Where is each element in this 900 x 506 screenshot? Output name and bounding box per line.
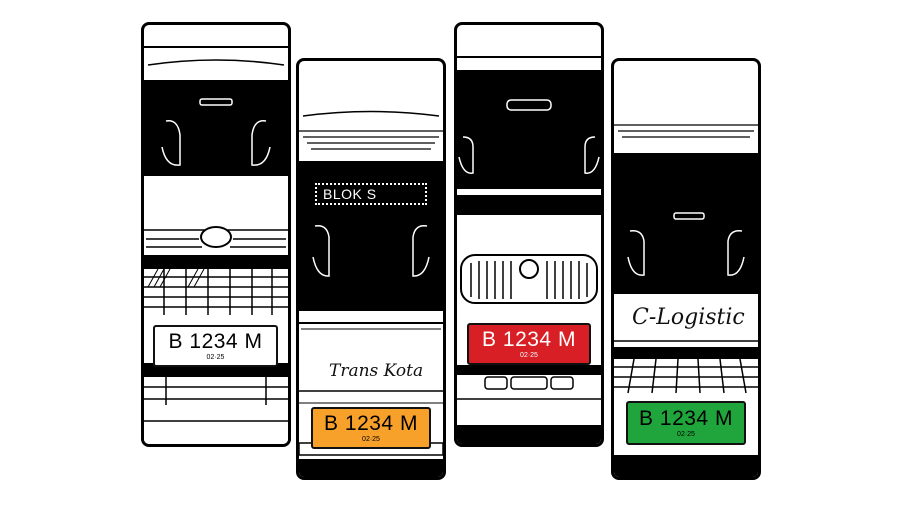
license-plate: B 1234 M 02·25 xyxy=(153,325,278,367)
plate-expiry: 02·25 xyxy=(677,431,695,438)
license-plate: B 1234 M 02·25 xyxy=(311,407,431,449)
car-front-illustration xyxy=(457,56,601,444)
license-plate: B 1234 M 02·25 xyxy=(467,323,591,365)
vehicle-logistic-truck: C-Logistic B 1234 M 02·25 xyxy=(611,58,761,480)
car-front-illustration xyxy=(144,46,288,444)
license-plate: B 1234 M 02·25 xyxy=(626,401,746,445)
vehicle-private-car: B 1234 M 02·25 xyxy=(141,22,291,447)
plate-number: B 1234 M xyxy=(324,412,418,435)
plate-expiry: 02·25 xyxy=(520,352,538,359)
plate-expiry: 02·25 xyxy=(206,354,225,361)
plate-number: B 1234 M xyxy=(639,407,733,430)
plate-expiry: 02·25 xyxy=(362,436,380,443)
plate-number: B 1234 M xyxy=(482,328,576,351)
plate-number: B 1234 M xyxy=(168,330,263,353)
truck-front-illustration xyxy=(614,124,758,477)
bus-front-illustration xyxy=(299,110,443,477)
vehicle-public-bus: BLOK S Trans Kota B 1234 M 02·25 xyxy=(296,58,446,480)
route-sign: BLOK S xyxy=(315,183,427,205)
vehicle-government-car: B 1234 M 02·25 xyxy=(454,22,604,447)
truck-body-script: C-Logistic xyxy=(632,305,745,330)
bus-body-script: Trans Kota xyxy=(329,361,424,381)
